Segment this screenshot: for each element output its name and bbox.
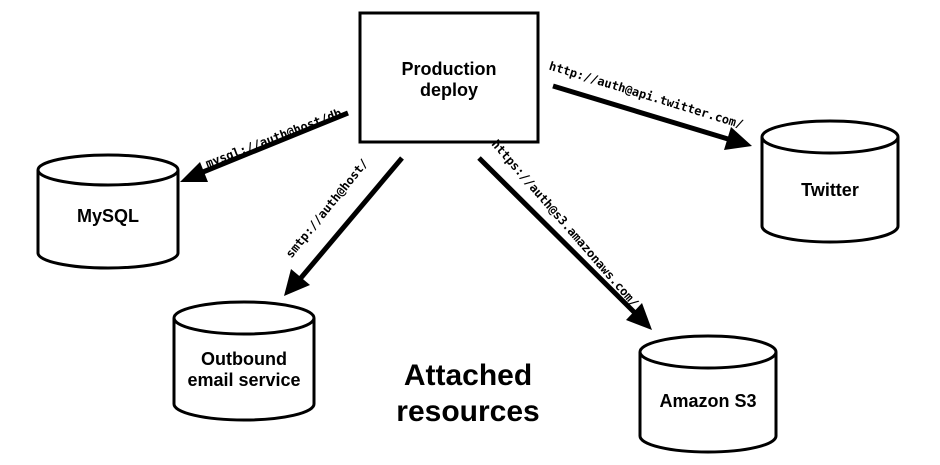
email-label-line1: Outbound [201,349,287,369]
s3-cylinder-top [638,334,778,370]
production-deploy-label-line2: deploy [420,80,478,100]
email-cylinder-body [172,318,316,422]
smtp-arrowhead [284,269,310,296]
email-label-line2: email service [187,370,300,390]
twitter-connection-arrow [552,83,752,150]
s3-connection-arrow [477,156,652,330]
amazon-s3-node: Amazon S3 [638,334,778,454]
mysql-cylinder-body [36,170,180,270]
production-deploy-box [358,11,540,144]
mysql-connection-label: mysql://auth@host/db [204,106,344,171]
smtp-connection-arrow [284,156,404,296]
twitter-cylinder-body [760,137,900,244]
mysql-node: MySQL [36,153,180,270]
diagram-caption-line1: Attached [404,359,532,392]
twitter-cylinder-top [760,119,900,155]
s3-connection-label: https://auth@s3.amazonaws.com/ [489,137,642,310]
twitter-label: Twitter [801,180,859,200]
s3-arrowhead [626,303,652,330]
amazon-s3-label: Amazon S3 [659,391,756,411]
s3-arrow-line [477,156,636,314]
email-cylinder-top [172,300,316,336]
production-deploy-node: Production deploy [358,11,540,144]
mysql-cylinder-top [36,153,180,187]
diagram-caption-line2: resources [396,395,539,428]
mysql-arrow-line [202,110,349,175]
email-service-node: Outbound email service [172,300,316,422]
mysql-arrowhead [180,162,208,182]
twitter-arrow-line [552,83,729,142]
twitter-arrowhead [724,127,752,150]
smtp-arrow-line [298,156,404,281]
production-deploy-label-line1: Production [402,59,497,79]
twitter-node: Twitter [760,119,900,244]
mysql-connection-arrow [180,110,349,182]
mysql-label: MySQL [77,206,139,226]
s3-cylinder-body [638,352,778,454]
